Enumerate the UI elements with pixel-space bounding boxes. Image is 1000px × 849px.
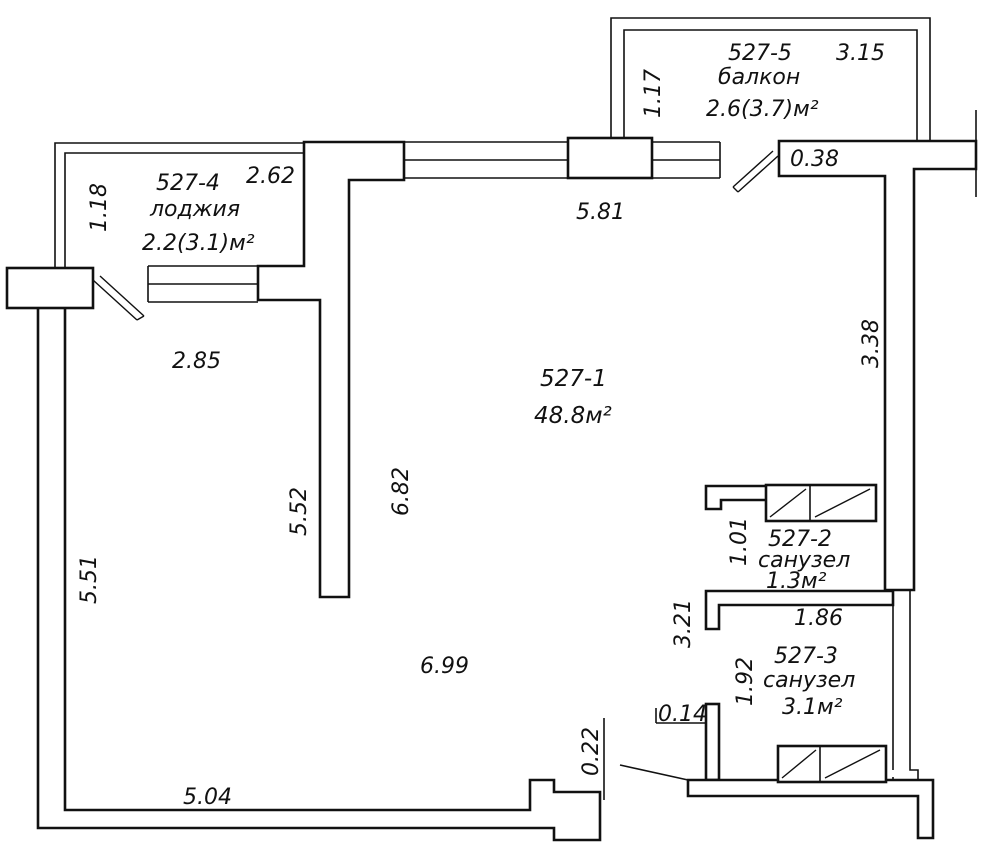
exterior-elements [54, 17, 931, 303]
main-room-id: 527-1 [540, 366, 607, 392]
top-wall-pier [566, 136, 654, 180]
dim-right-wall: 3.38 [859, 319, 884, 368]
dimension-labels: 3.15 1.17 0.38 2.62 1.18 5.81 3.38 2.85 … [77, 41, 885, 810]
dim-niche-width: 0.14 [658, 702, 707, 727]
bath1-id: 527-2 [768, 527, 832, 552]
dim-bath2-depth: 1.92 [733, 657, 758, 706]
vent-shaft-upper [764, 483, 878, 523]
right-wall-lower [892, 590, 919, 838]
entrance-door-line [619, 764, 689, 781]
bath2-area: 3.1м² [782, 695, 843, 720]
dim-bottom-wall: 5.04 [183, 785, 232, 810]
dim-niche-depth: 0.22 [579, 727, 604, 776]
bottom-right-wall [686, 778, 935, 840]
walls [5, 110, 978, 842]
balcony-area: 2.6(3.7)м² [706, 97, 819, 122]
vent-shaft-lower-hatch [781, 749, 881, 779]
dim-main-depth: 6.82 [389, 467, 414, 516]
vent-shaft-lower [776, 744, 888, 784]
bath1-stub [704, 484, 770, 511]
bath2-id: 527-3 [774, 644, 838, 669]
balcony-door-leaf [732, 150, 779, 193]
loggia-area: 2.2(3.1)м² [142, 231, 255, 256]
doors [92, 150, 779, 781]
bath-partition [704, 589, 895, 631]
dim-top-wall: 5.81 [576, 200, 625, 225]
loggia-window [147, 265, 258, 303]
central-partition [256, 140, 406, 599]
bath2-name: санузел [763, 668, 855, 693]
dim-loggia-depth: 1.18 [87, 183, 112, 232]
dim-partition-length: 5.52 [287, 487, 312, 536]
dim-balcony-door-pier: 0.38 [790, 147, 839, 172]
loggia-door-leaf [92, 275, 145, 321]
dim-balcony-depth: 1.17 [641, 69, 666, 118]
room-labels: 527-1 48.8м² 527-2 санузел 1.3м² 527-3 с… [142, 41, 855, 720]
window-right [652, 141, 721, 179]
dimension-lines [603, 175, 842, 800]
dim-bath1-depth: 1.01 [727, 517, 752, 566]
left-column [5, 266, 95, 310]
window-left [404, 141, 568, 179]
dim-bath2-width: 1.86 [794, 606, 843, 631]
ventilation [764, 483, 888, 784]
dim-bath-corridor: 3.21 [671, 599, 696, 648]
outer-wall-left-bottom [36, 305, 602, 842]
balcony-id: 527-5 [728, 41, 792, 66]
bath2-left-wall [704, 702, 721, 782]
dim-left-room-width: 2.85 [172, 349, 221, 374]
bath1-name: санузел [758, 548, 850, 573]
dim-bottom-span: 6.99 [420, 654, 469, 679]
loggia-name: лоджия [149, 197, 240, 222]
vent-shaft-upper-hatch [769, 488, 871, 518]
dim-balcony-width: 3.15 [836, 41, 885, 66]
bath1-area: 1.3м² [766, 569, 827, 594]
main-room-area: 48.8м² [534, 403, 612, 429]
loggia-outline [54, 142, 304, 268]
balcony-name: балкон [718, 65, 800, 90]
balcony-outline [610, 17, 931, 141]
dim-left-wall: 5.51 [77, 555, 102, 604]
dim-loggia-width: 2.62 [246, 164, 295, 189]
loggia-id: 527-4 [156, 171, 220, 196]
